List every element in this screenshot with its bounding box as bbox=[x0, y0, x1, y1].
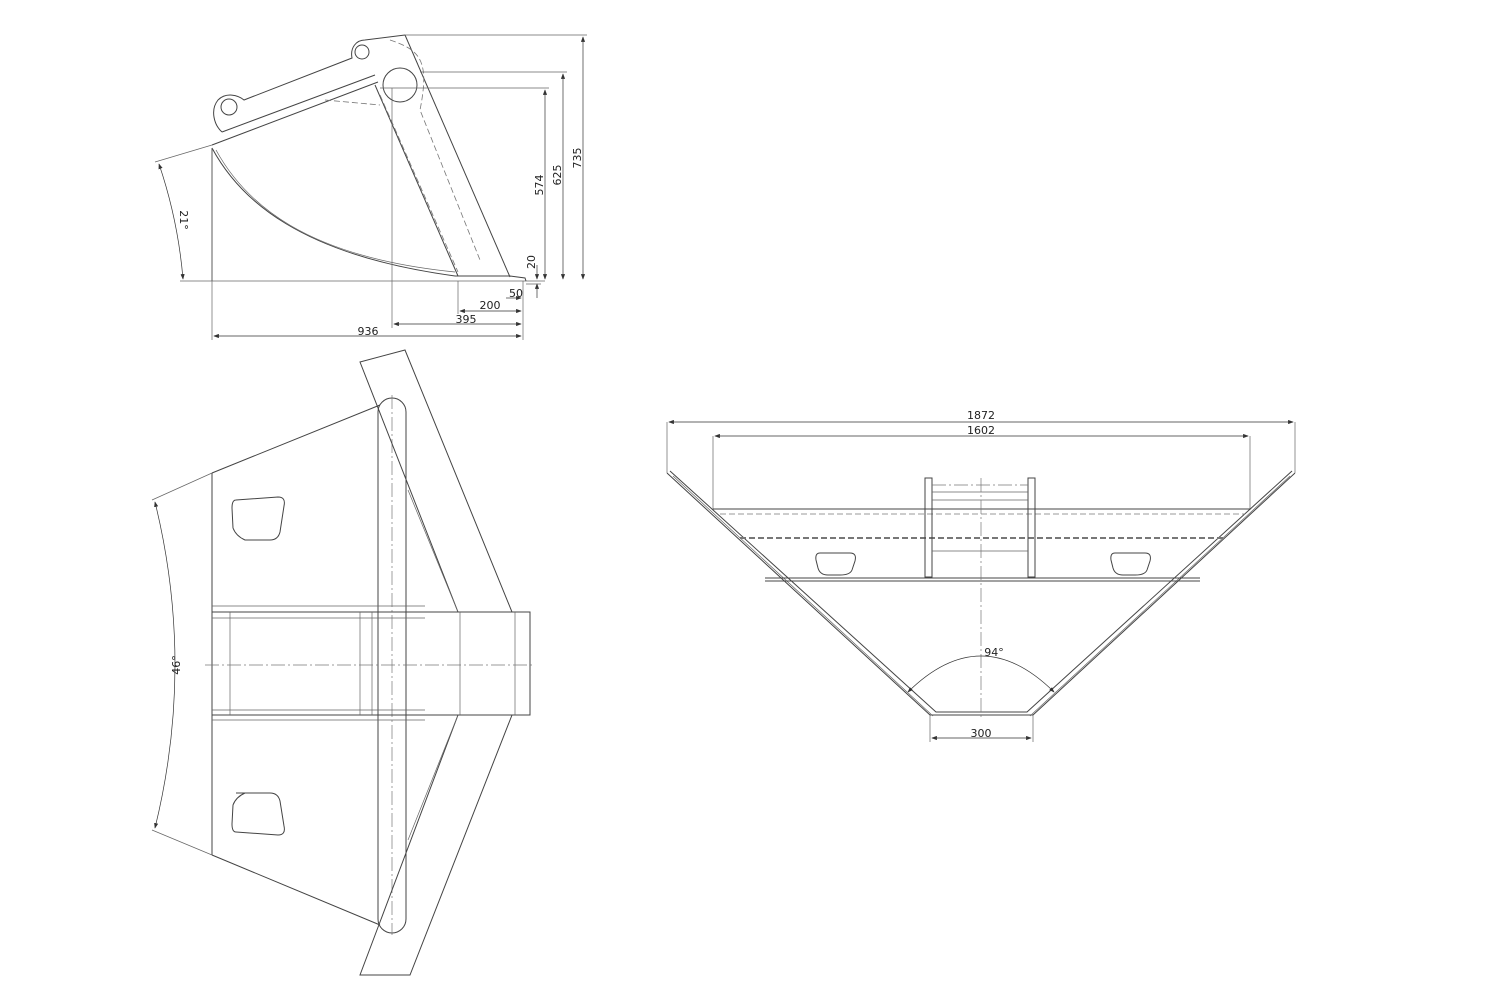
angle-46: 46° bbox=[170, 655, 183, 675]
dim-20: 20 bbox=[525, 255, 538, 269]
extension-lines bbox=[211, 34, 587, 340]
hitch-frame bbox=[211, 611, 531, 716]
lug-hole-right bbox=[1110, 552, 1151, 576]
dim-574: 574 bbox=[533, 175, 546, 196]
arm-outline bbox=[211, 34, 406, 146]
edge-upper bbox=[359, 349, 513, 613]
dim-300: 300 bbox=[971, 727, 992, 740]
lug-hole-left bbox=[815, 552, 856, 576]
dim-200: 200 bbox=[480, 299, 501, 312]
angle-arc-46 bbox=[154, 501, 176, 829]
dim-936: 936 bbox=[358, 325, 379, 338]
lug-hole-upper bbox=[231, 496, 285, 541]
hitch-plate-right bbox=[1027, 477, 1036, 578]
dim-625: 625 bbox=[551, 165, 564, 186]
cross-plate bbox=[765, 577, 1200, 582]
v-shell-inner bbox=[672, 475, 1291, 717]
angle-arc-21 bbox=[158, 163, 185, 280]
edge-inner-lines bbox=[407, 489, 459, 841]
back-plate-hidden bbox=[379, 94, 459, 273]
dim-395: 395 bbox=[456, 313, 477, 326]
extension-lines-300 bbox=[929, 715, 1034, 742]
pin-lower bbox=[220, 98, 238, 116]
pin-upper bbox=[354, 44, 370, 60]
dim-735: 735 bbox=[571, 148, 584, 169]
bucket-curve bbox=[211, 147, 456, 277]
bucket-curve-inner bbox=[215, 149, 456, 273]
hitch-details bbox=[212, 605, 516, 721]
cutting-edge bbox=[455, 275, 527, 282]
angle-21: 21° bbox=[177, 210, 190, 230]
dim-50: 50 bbox=[509, 287, 523, 300]
back-plate-inner bbox=[374, 84, 459, 277]
top-view: 46° bbox=[151, 349, 535, 976]
front-view: 1872 1602 94° 300 bbox=[666, 409, 1296, 742]
angle-arc-94 bbox=[907, 655, 1055, 693]
hidden-edge-2 bbox=[324, 99, 381, 106]
hitch-bars bbox=[932, 491, 1028, 552]
extension-lines-front bbox=[666, 422, 1296, 510]
pivot-boss bbox=[382, 67, 418, 103]
side-view: 735 625 574 20 50 200 395 936 21° bbox=[154, 34, 587, 340]
dim-1602: 1602 bbox=[967, 424, 995, 437]
dim-1872: 1872 bbox=[967, 409, 995, 422]
lug-hole-lower bbox=[231, 792, 285, 836]
angle-ext-46 bbox=[151, 472, 213, 856]
hidden-edge bbox=[389, 39, 481, 261]
v-shell bbox=[666, 470, 1296, 716]
angle-94: 94° bbox=[984, 646, 1004, 659]
back-plate-outer bbox=[404, 34, 511, 278]
edge-lower bbox=[359, 714, 513, 976]
hitch-plate-left bbox=[924, 477, 933, 578]
angle-ext bbox=[154, 144, 213, 163]
